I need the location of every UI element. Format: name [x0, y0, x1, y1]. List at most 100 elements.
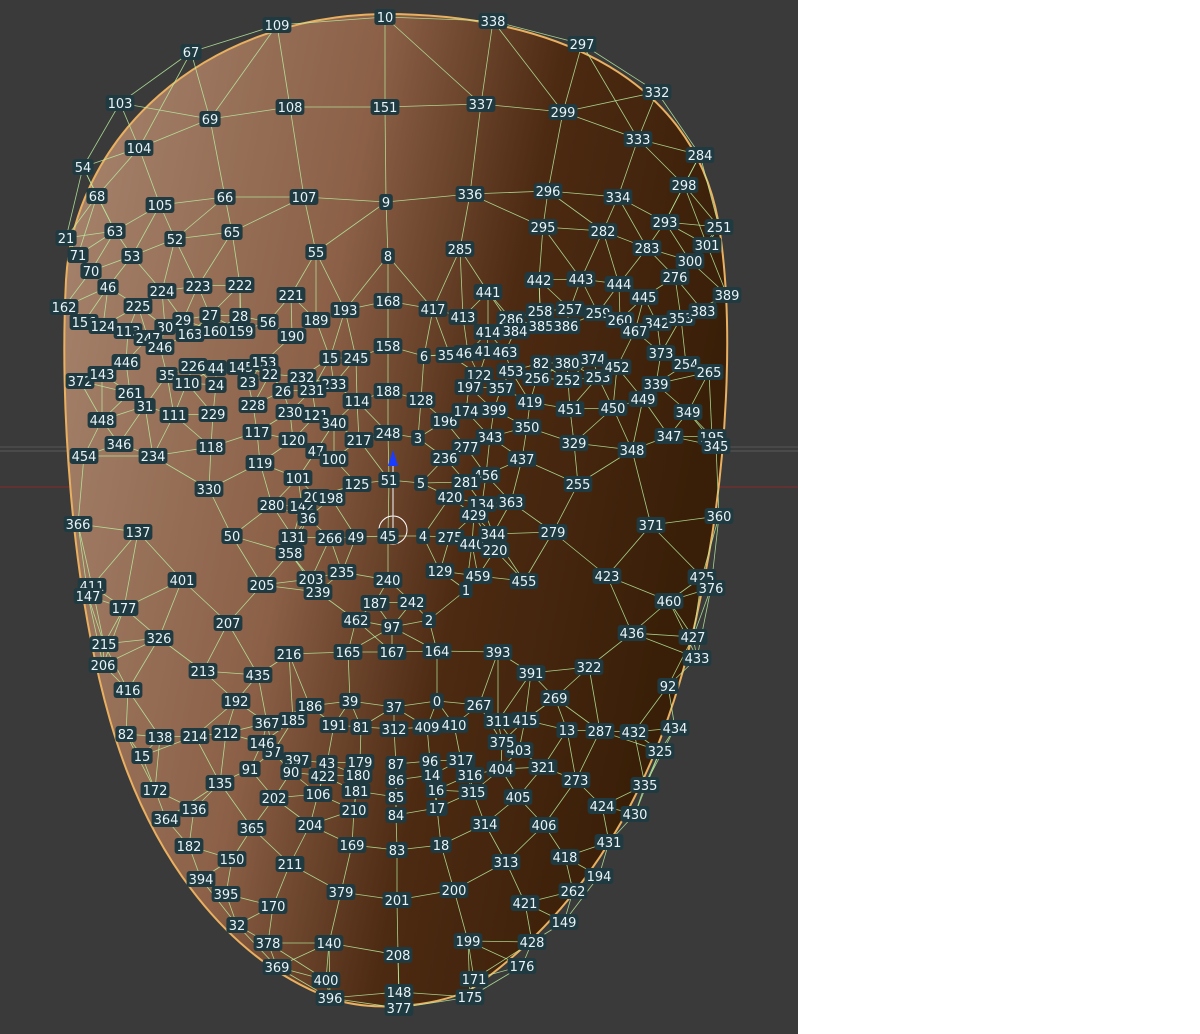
vertex-index-text: 255 [566, 478, 591, 493]
vertex-index-text: 452 [605, 361, 630, 376]
vertex-index-text: 14 [424, 769, 441, 784]
vertex-label-bg [88, 318, 118, 334]
mesh-edge [606, 524, 652, 577]
vertex-index-text: 435 [246, 669, 271, 684]
vertex-index-text: 374 [581, 353, 606, 368]
vertex-label-bg [211, 886, 241, 902]
vertex-label: 226 [178, 358, 208, 375]
vertex-label-bg [289, 189, 319, 205]
vertex-label: 316 [455, 767, 485, 784]
vertex-label-bg [549, 914, 579, 930]
vertex-label: 285 [445, 241, 475, 258]
vertex-label-bg [315, 530, 345, 546]
vertex-label: 338 [478, 13, 508, 30]
vertex-label: 29 [172, 312, 194, 329]
vertex-label-bg [455, 767, 485, 783]
vertex-index-text: 36 [300, 512, 317, 527]
vertex-index-text: 128 [409, 394, 434, 409]
vertex-index-text: 206 [91, 659, 116, 674]
vertex-index-text: 83 [389, 844, 406, 859]
vertex-index-text: 360 [707, 510, 732, 525]
vertex-index-text: 282 [591, 225, 616, 240]
mesh-edge [459, 248, 464, 318]
vertex-index-text: 383 [691, 305, 716, 320]
vertex-label-bg [383, 947, 413, 963]
vertex-label: 81 [350, 719, 372, 736]
vertex-label-bg [524, 272, 554, 288]
vertex-index-text: 337 [469, 98, 494, 113]
vertex-label: 191 [319, 717, 349, 734]
vertex-index-text: 385 [529, 320, 554, 335]
vertex-label-bg [342, 393, 372, 409]
vertex-index-text: 118 [199, 441, 224, 456]
vertex-label: 315 [458, 784, 488, 801]
vertex-label: 453 [496, 363, 526, 380]
vertex-label-bg [381, 619, 403, 635]
vertex-label: 201 [382, 892, 412, 909]
mesh-edge [562, 43, 583, 113]
vertex-label-bg [454, 379, 484, 395]
vertex-label-bg [180, 44, 202, 60]
vertex-label-bg [673, 404, 703, 420]
vertex-label: 314 [470, 816, 500, 833]
vertex-label-bg [385, 789, 407, 805]
vertex-index-text: 137 [126, 526, 151, 541]
vertex-index-text: 347 [657, 430, 682, 445]
vertex-index-text: 223 [186, 280, 211, 295]
mesh-edge [384, 16, 494, 22]
vertex-index-text: 334 [606, 191, 631, 206]
vertex-label: 326 [144, 630, 174, 647]
vertex-label-bg [507, 958, 537, 974]
vertex-label-bg [510, 895, 540, 911]
vertex-index-text: 432 [622, 726, 647, 741]
vertex-index-text: 445 [632, 291, 657, 306]
vertex-label: 6 [417, 348, 431, 365]
vertex-index-text: 462 [344, 614, 369, 629]
vertex-label-bg [470, 816, 500, 832]
vertex-label: 395 [211, 886, 241, 903]
vertex-label: 245 [341, 350, 371, 367]
vertex-label-bg [660, 720, 690, 736]
vertex-label-bg [49, 299, 79, 315]
vertex-label-bg [303, 786, 333, 802]
vertex-label: 418 [550, 849, 580, 866]
vertex-index-text: 46 [100, 281, 117, 296]
vertex-index-text: 104 [127, 142, 152, 157]
vertex-label-bg [69, 448, 99, 464]
vertex-label-bg [422, 612, 436, 628]
vertex-label: 279 [538, 524, 568, 541]
vertex-label: 298 [669, 177, 699, 194]
vertex-label: 462 [341, 612, 371, 629]
vertex-label: 66 [214, 189, 236, 206]
vertex-label-bg [259, 790, 289, 806]
vertex-label-bg [473, 324, 503, 340]
gizmo-z-arrow-icon[interactable] [388, 450, 398, 466]
vertex-label: 365 [237, 820, 267, 837]
vertex-label-bg [109, 600, 139, 616]
vertex-label-bg [416, 528, 430, 544]
vertex-label-bg [526, 318, 556, 334]
vertex-label: 192 [221, 693, 251, 710]
mesh-edge [328, 891, 342, 944]
vertex-label-bg [533, 183, 563, 199]
vertex-index-text: 90 [283, 766, 300, 781]
vertex-label-bg [592, 568, 622, 584]
vertex-label-bg [370, 99, 400, 115]
vertex-label-bg [384, 1000, 414, 1016]
vertex-index-text: 285 [448, 243, 473, 258]
vertex-index-text: 221 [279, 289, 304, 304]
vertex-label-bg [455, 186, 485, 202]
vertex-label: 36 [297, 510, 319, 527]
vertex-label-bg [563, 476, 593, 492]
vertex-label: 15 [131, 748, 153, 765]
vertex-label: 259 [583, 305, 613, 322]
vertex-label-bg [574, 659, 604, 675]
vertex-index-text: 199 [456, 935, 481, 950]
vertex-label-bg [463, 568, 493, 584]
vertex-index-text: 9 [382, 196, 390, 211]
vertex-label-bg [156, 367, 178, 383]
vertex-label-bg [486, 761, 516, 777]
vertex-label-bg [350, 719, 372, 735]
